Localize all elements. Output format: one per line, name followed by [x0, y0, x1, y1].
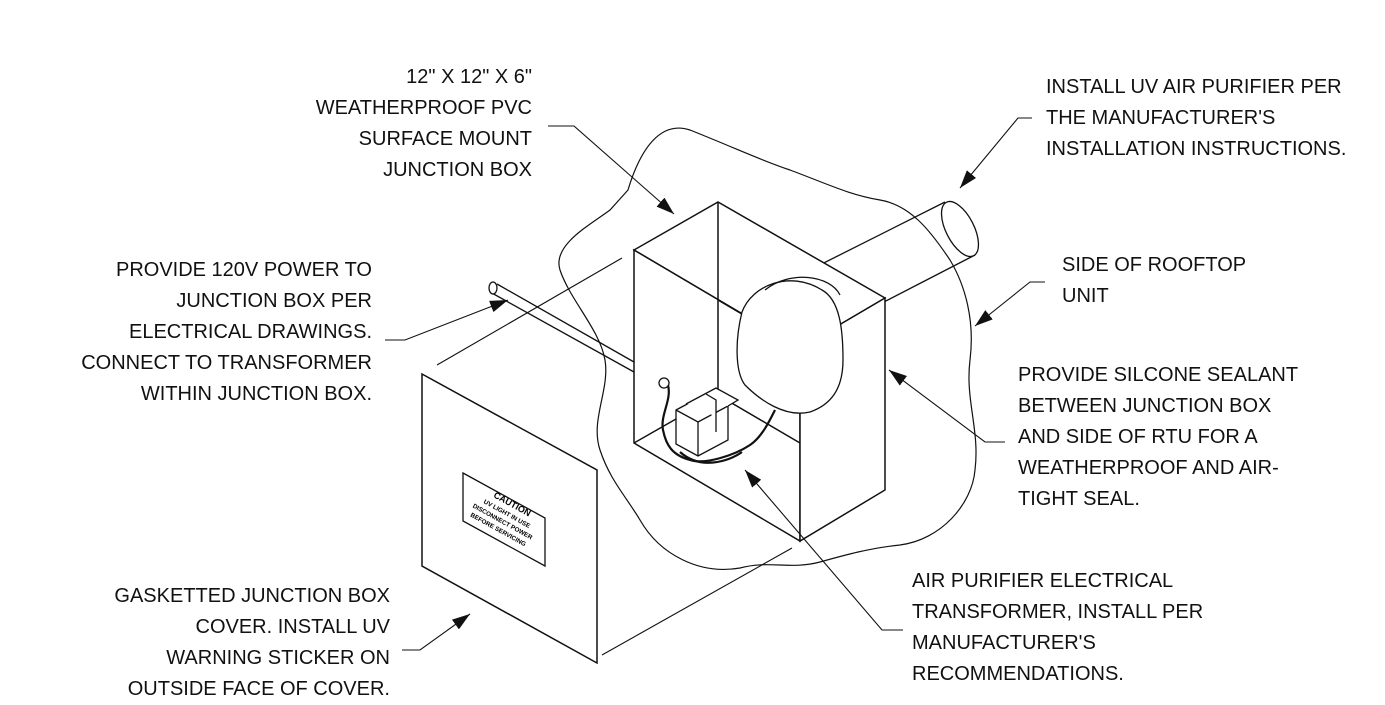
note-line: OUTSIDE FACE OF COVER.: [127, 678, 390, 700]
note-line: UNIT: [1062, 285, 1109, 307]
note-line: AIR PURIFIER ELECTRICAL: [912, 570, 1174, 592]
note-line: TRANSFORMER, INSTALL PER: [912, 601, 1204, 623]
note-line: AND SIDE OF RTU FOR A: [1018, 426, 1258, 448]
note-line: GASKETTED JUNCTION BOX: [114, 585, 390, 607]
note-rtu-side: SIDE OF ROOFTOP UNIT: [1062, 250, 1246, 312]
note-line: WEATHERPROOF AND AIR-: [1018, 457, 1279, 479]
cover-alignment-lines: [436, 257, 793, 656]
note-uv-purifier: INSTALL UV AIR PURIFIER PER THE MANUFACT…: [1046, 72, 1346, 165]
leader-lines: [385, 117, 1045, 651]
note-line: WEATHERPROOF PVC: [315, 97, 532, 119]
note-line: PROVIDE SILCONE SEALANT: [1018, 364, 1299, 386]
grounding-screw: [658, 377, 670, 389]
leader-sealant: [888, 369, 1005, 443]
power-conduit: [488, 281, 635, 373]
note-line: PROVIDE 120V POWER TO: [115, 259, 372, 281]
leader-cover: [402, 613, 471, 651]
note-line: WITHIN JUNCTION BOX.: [140, 383, 372, 405]
note-sealant: PROVIDE SILCONE SEALANT BETWEEN JUNCTION…: [1018, 360, 1298, 515]
note-line: JUNCTION BOX PER: [176, 290, 372, 312]
uv-warning-sticker: CAUTION UV LIGHT IN USE DISCONNECT POWER…: [462, 471, 546, 568]
note-line: 12" X 12" X 6": [406, 66, 532, 88]
leader-uv-purifier: [959, 117, 1032, 189]
note-line: INSTALLATION INSTRUCTIONS.: [1046, 138, 1347, 160]
rooftop-unit-wall-outline: [558, 127, 977, 570]
note-line: RECOMMENDATIONS.: [912, 663, 1124, 685]
note-line: INSTALL UV AIR PURIFIER PER: [1046, 76, 1342, 98]
air-purifier-transformer: [675, 387, 740, 457]
note-line: WARNING STICKER ON: [166, 647, 390, 669]
note-transformer: AIR PURIFIER ELECTRICAL TRANSFORMER, INS…: [912, 566, 1203, 690]
note-line: BETWEEN JUNCTION BOX: [1018, 395, 1272, 417]
note-cover: GASKETTED JUNCTION BOX COVER. INSTALL UV…: [40, 581, 390, 705]
leader-rtu-side: [974, 281, 1045, 327]
note-line: ELECTRICAL DRAWINGS.: [129, 321, 372, 343]
note-line: COVER. INSTALL UV: [195, 616, 391, 638]
note-line: CONNECT TO TRANSFORMER: [81, 352, 372, 374]
note-power-supply: PROVIDE 120V POWER TO JUNCTION BOX PER E…: [40, 255, 372, 410]
leader-junction-box: [548, 125, 675, 215]
note-line: TIGHT SEAL.: [1018, 488, 1140, 510]
note-line: MANUFACTURER'S: [912, 632, 1096, 654]
note-line: THE MANUFACTURER'S: [1046, 107, 1276, 129]
leader-power: [385, 299, 509, 341]
note-junction-box: 12" X 12" X 6" WEATHERPROOF PVC SURFACE …: [250, 62, 532, 186]
note-line: SIDE OF ROOFTOP: [1062, 254, 1247, 276]
transformer-wiring: [661, 384, 776, 464]
note-line: SURFACE MOUNT: [358, 128, 532, 150]
note-line: JUNCTION BOX: [383, 159, 532, 181]
leader-transformer: [744, 469, 903, 631]
uv-purifier-head: [736, 276, 844, 414]
